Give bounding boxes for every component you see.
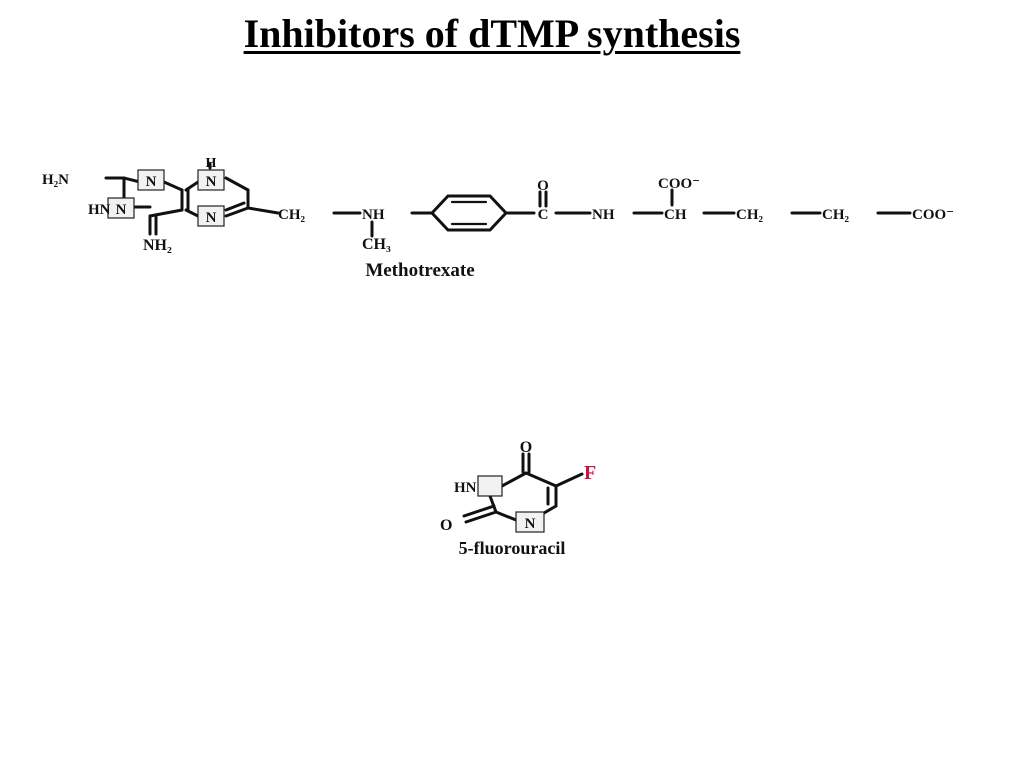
bond — [184, 208, 200, 218]
ch-label: CH — [664, 207, 687, 223]
nh2-label: NH₂ — [143, 237, 172, 254]
bond — [224, 176, 250, 192]
nh-label: NH — [362, 207, 385, 223]
bond — [184, 180, 200, 192]
coo-label: COO⁻ — [658, 176, 700, 192]
ch2-label: CH₂ — [736, 207, 764, 223]
bond — [162, 180, 184, 192]
o-label: O — [520, 439, 532, 456]
bond — [500, 471, 528, 488]
bond — [224, 206, 250, 218]
fluorine-label: F — [584, 462, 596, 484]
n-label: N — [116, 202, 127, 218]
bond — [246, 206, 280, 215]
h-label: H — [206, 156, 217, 171]
bond — [122, 176, 142, 184]
n-atom-box — [477, 475, 503, 497]
ch3-label: CH₃ — [362, 236, 391, 253]
bond — [462, 504, 496, 518]
hn-label: HN — [454, 480, 477, 496]
bond — [542, 504, 558, 515]
slide-title: Inhibitors of dTMP synthesis — [243, 11, 741, 56]
methotrexate-caption: Methotrexate — [365, 260, 474, 281]
o-label: O — [440, 517, 452, 534]
bond — [524, 471, 558, 488]
methotrexate-structure: H₂N HN N N N N H NH₂ CH₂ NH CH₃ O C NH C… — [42, 156, 954, 281]
n-label: N — [146, 174, 157, 190]
h2n-label: H₂N — [42, 172, 69, 188]
n-atom-box — [197, 205, 225, 227]
n-atom-box — [515, 511, 545, 533]
ch2-label: CH₂ — [278, 207, 306, 223]
fluorouracil-structure: O F HN N O 5-fluorouracil — [440, 439, 596, 558]
n-atom-box — [137, 169, 165, 191]
bond — [148, 208, 184, 218]
ch2-label: CH₂ — [822, 207, 850, 223]
n-atom-box — [197, 169, 225, 191]
nh-label: NH — [592, 207, 615, 223]
bond — [224, 201, 246, 212]
hn-label: HN — [88, 202, 111, 218]
bond — [464, 510, 498, 524]
bond — [488, 494, 498, 514]
c-label: C — [538, 207, 549, 223]
n-label: N — [206, 210, 217, 226]
fluorouracil-caption: 5-fluorouracil — [459, 538, 566, 558]
bond — [554, 472, 584, 488]
n-atom-box — [107, 197, 135, 219]
bond — [494, 510, 518, 522]
n-label: N — [206, 174, 217, 190]
o-label: O — [537, 178, 549, 194]
coo-label: COO⁻ — [912, 207, 954, 223]
n-label: N — [525, 516, 536, 532]
